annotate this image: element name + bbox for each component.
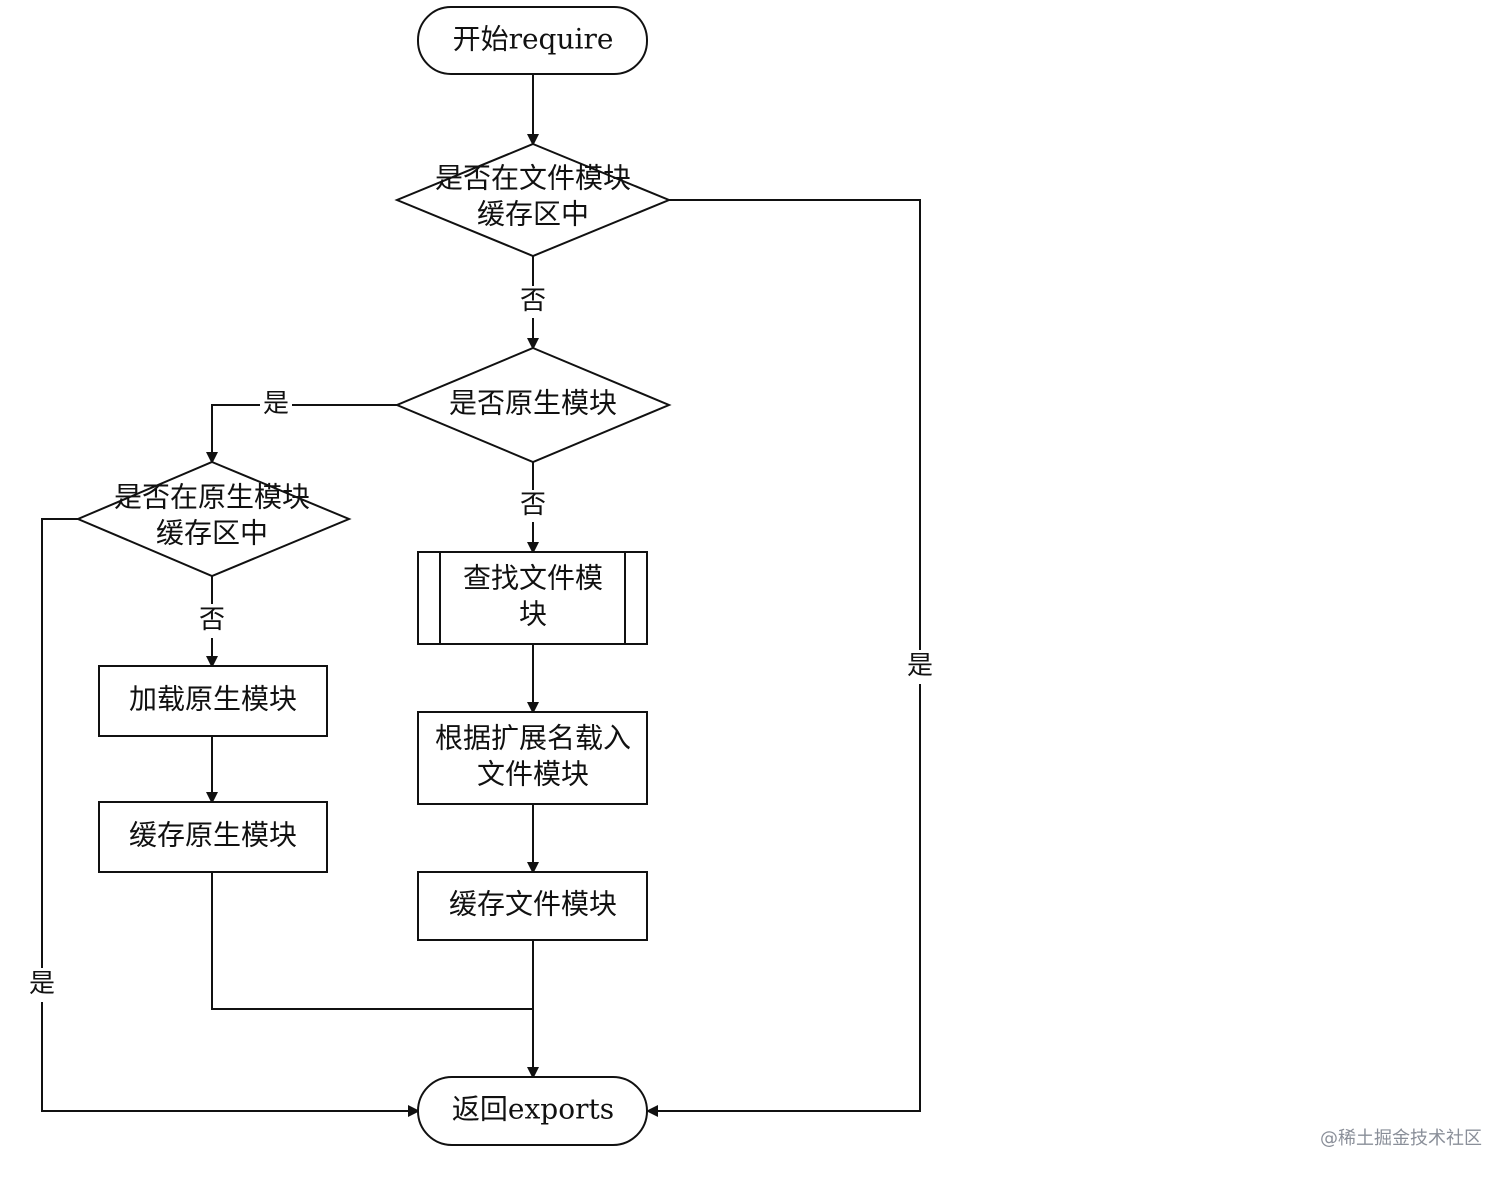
start-node: 开始require bbox=[417, 6, 648, 75]
load-by-ext-line2: 文件模块 bbox=[477, 758, 589, 791]
find-file-module-process: 查找文件模 块 bbox=[417, 551, 648, 645]
cache-file-process: 缓存文件模块 bbox=[417, 871, 648, 941]
edge-file-cache-yes-upper bbox=[669, 199, 921, 650]
start-label: 开始require bbox=[453, 23, 614, 56]
native-decision-label: 是否原生模块 bbox=[449, 387, 617, 420]
edge-label-file-cache-yes: 是 bbox=[907, 651, 933, 681]
cache-native-label: 缓存原生模块 bbox=[129, 819, 297, 852]
file-cache-decision: 是否在文件模块 缓存区中 bbox=[394, 142, 672, 258]
cache-native-process: 缓存原生模块 bbox=[98, 801, 328, 873]
file-cache-decision-line2: 缓存区中 bbox=[477, 198, 589, 231]
load-native-process: 加载原生模块 bbox=[98, 665, 328, 737]
cache-file-label: 缓存文件模块 bbox=[449, 888, 617, 921]
connectors bbox=[41, 74, 921, 1117]
find-file-module-line1: 查找文件模 bbox=[463, 562, 603, 595]
edge-label-native-cache-yes: 是 bbox=[29, 969, 55, 999]
edge-file-cache-yes-lower bbox=[646, 684, 921, 1117]
edge-native-yes-left bbox=[206, 404, 260, 464]
watermark: @稀土掘金技术社区 bbox=[1320, 1128, 1482, 1149]
return-exports-node: 返回exports bbox=[417, 1076, 648, 1146]
edge-cache-native-to-merge bbox=[211, 872, 533, 1010]
native-cache-decision-line1: 是否在原生模块 bbox=[114, 481, 310, 514]
native-cache-decision-line2: 缓存区中 bbox=[156, 517, 268, 550]
return-exports-label: 返回exports bbox=[452, 1093, 614, 1126]
native-decision: 是否原生模块 bbox=[394, 346, 672, 464]
file-cache-decision-line1: 是否在文件模块 bbox=[435, 162, 631, 195]
find-file-module-line2: 块 bbox=[519, 598, 547, 631]
edge-label-native-yes: 是 bbox=[263, 389, 289, 419]
load-native-label: 加载原生模块 bbox=[129, 683, 297, 716]
edge-label-native-no: 否 bbox=[520, 490, 546, 520]
native-cache-decision: 是否在原生模块 缓存区中 bbox=[75, 460, 352, 578]
edge-label-file-cache-no: 否 bbox=[520, 286, 546, 316]
edge-native-cache-yes-upper bbox=[41, 518, 78, 968]
edge-label-native-cache-no: 否 bbox=[199, 605, 225, 635]
edge-native-cache-yes-lower bbox=[41, 1002, 420, 1117]
load-by-ext-line1: 根据扩展名载入 bbox=[435, 722, 631, 755]
load-by-ext-process: 根据扩展名载入 文件模块 bbox=[417, 711, 648, 805]
